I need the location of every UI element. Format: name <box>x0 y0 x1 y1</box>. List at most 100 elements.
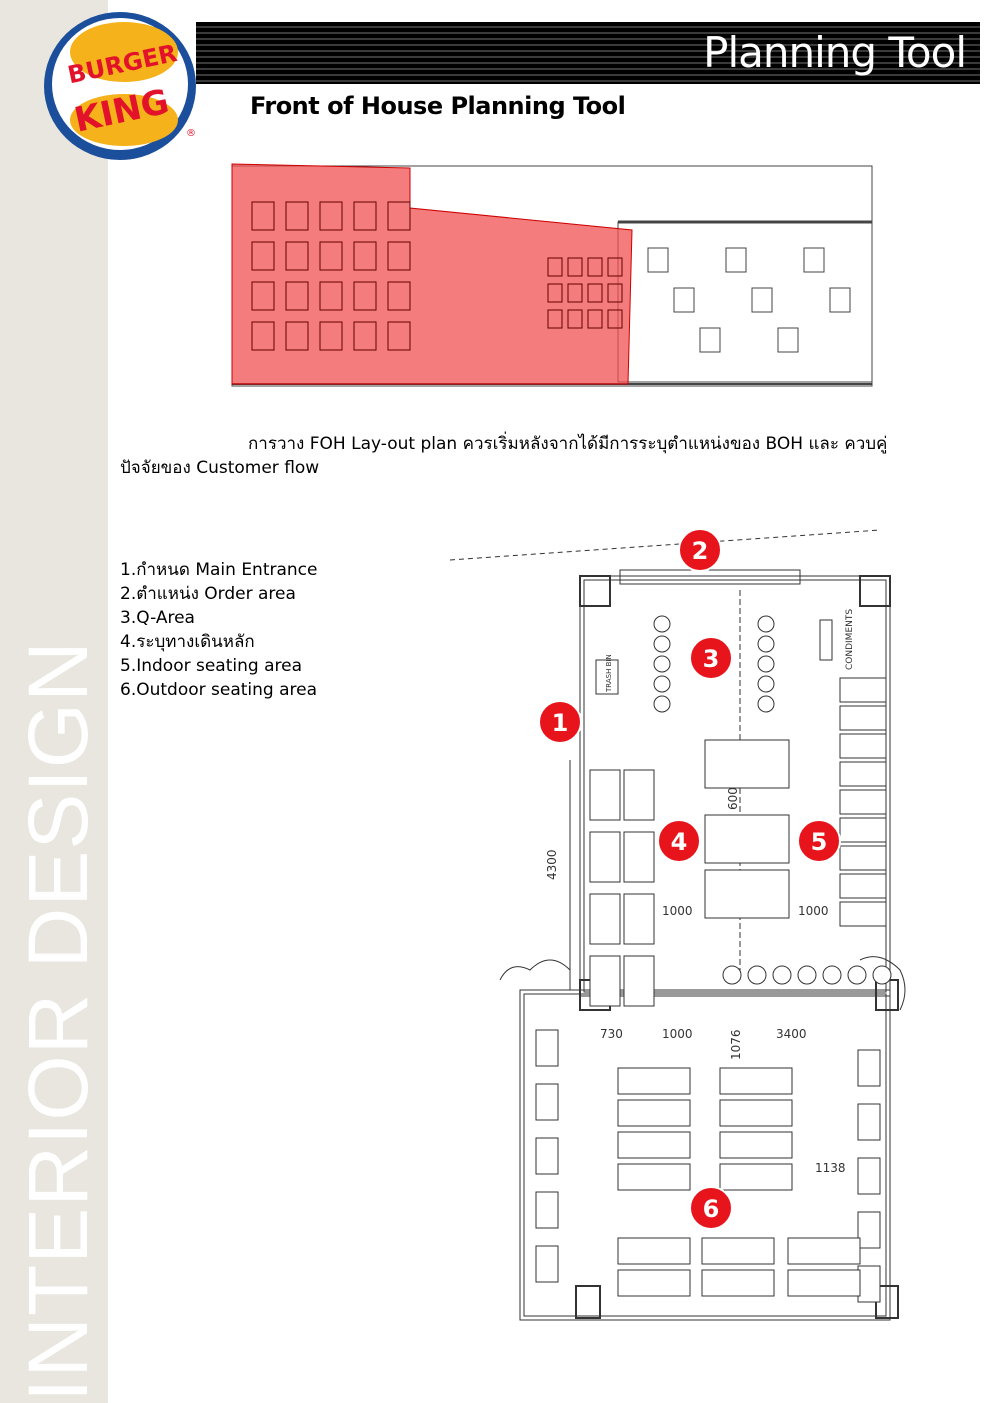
outdoor-table-set <box>617 1269 691 1297</box>
kitchen-fixture <box>751 287 773 313</box>
kitchen-fixture <box>725 247 747 273</box>
booth-seat <box>623 831 655 883</box>
marker-6: 6 <box>689 1186 733 1230</box>
booth-seat <box>623 769 655 821</box>
detailed-floor-plan: 4300 1000 1000 3400 730 1000 1076 1138 6… <box>449 528 906 1321</box>
kitchen-fixture <box>803 247 825 273</box>
foh-seat <box>607 257 623 277</box>
foh-seat <box>387 281 411 311</box>
outdoor-table <box>535 1137 559 1175</box>
condiments-label: CONDIMENTS <box>845 609 855 670</box>
foh-seat <box>319 321 343 351</box>
foh-seat <box>251 201 275 231</box>
foh-seat <box>251 281 275 311</box>
outdoor-table-set <box>787 1237 861 1265</box>
sidebar-vertical-label: INTERIOR DESIGN <box>11 640 105 1402</box>
outdoor-table <box>857 1211 881 1249</box>
booth-seat <box>839 761 887 787</box>
booth-seat <box>839 733 887 759</box>
queue-post <box>653 635 671 653</box>
dim-label: 730 <box>600 1027 623 1041</box>
foh-seat <box>285 241 309 271</box>
foh-seat <box>547 283 563 303</box>
booth-seat <box>589 893 621 945</box>
sidebar: INTERIOR DESIGN <box>0 0 108 1403</box>
outdoor-table-set <box>719 1067 793 1095</box>
foh-seat <box>319 281 343 311</box>
booth-seat <box>589 955 621 1007</box>
outdoor-table-set <box>617 1237 691 1265</box>
foh-seat <box>353 321 377 351</box>
dim-label: 1076 <box>729 1029 743 1060</box>
foh-seat <box>607 283 623 303</box>
foh-seat <box>251 321 275 351</box>
dim-label: 600 <box>726 787 740 810</box>
outdoor-table <box>857 1049 881 1087</box>
outdoor-table-set <box>617 1067 691 1095</box>
foh-seat <box>587 309 603 329</box>
booth-seat <box>589 769 621 821</box>
booth-seat <box>589 831 621 883</box>
queue-post <box>757 655 775 673</box>
kitchen-fixture <box>699 327 721 353</box>
intro-paragraph: การวาง FOH Lay-out plan ควรเริ่มหลังจากไ… <box>120 432 960 480</box>
intro-line-2: ปัจจัยของ Customer flow <box>120 458 320 478</box>
dim-label: 1000 <box>662 1027 693 1041</box>
page-title: Front of House Planning Tool <box>250 92 626 120</box>
banner-title: Planning Tool <box>703 28 967 77</box>
booth-seat <box>839 789 887 815</box>
outdoor-table <box>535 1245 559 1283</box>
foh-seat <box>587 257 603 277</box>
foh-seat <box>567 283 583 303</box>
foh-seat <box>547 257 563 277</box>
queue-post <box>757 675 775 693</box>
svg-text:2: 2 <box>692 537 709 565</box>
header-banner: Planning Tool <box>196 22 980 84</box>
queue-post <box>757 635 775 653</box>
booth-seat <box>623 893 655 945</box>
kitchen-fixture <box>777 327 799 353</box>
marker-3: 3 <box>689 636 733 680</box>
stool <box>722 965 742 985</box>
queue-post <box>757 695 775 713</box>
outdoor-table-set <box>719 1131 793 1159</box>
svg-text:4: 4 <box>671 828 688 856</box>
foh-seat <box>567 257 583 277</box>
foh-seat <box>251 241 275 271</box>
outdoor-table <box>857 1103 881 1141</box>
logo-registered: ® <box>186 128 196 139</box>
foh-seat <box>547 309 563 329</box>
dim-label: 1000 <box>798 904 829 918</box>
dim-label: 1138 <box>815 1161 846 1175</box>
foh-seat <box>353 201 377 231</box>
marker-1: 1 <box>538 700 582 744</box>
trash-bin-label: TRASH BIN <box>605 654 613 693</box>
step-item: 3.Q-Area <box>120 608 195 628</box>
outdoor-table-set <box>787 1269 861 1297</box>
booth-seat <box>839 817 887 843</box>
stool <box>847 965 867 985</box>
foh-seat <box>567 309 583 329</box>
step-item: 6.Outdoor seating area <box>120 680 318 700</box>
outdoor-table <box>857 1265 881 1303</box>
booth-seat <box>623 955 655 1007</box>
table-group <box>704 814 790 864</box>
booth-seat <box>839 705 887 731</box>
stool <box>747 965 767 985</box>
stool <box>872 965 892 985</box>
queue-post <box>757 615 775 633</box>
svg-text:6: 6 <box>703 1195 720 1223</box>
booth-seat <box>839 901 887 927</box>
foh-seat <box>607 309 623 329</box>
step-item: 5.Indoor seating area <box>120 656 302 676</box>
outdoor-table <box>535 1029 559 1067</box>
outdoor-table <box>535 1083 559 1121</box>
dim-label: 4300 <box>545 849 559 880</box>
foh-seat <box>319 241 343 271</box>
svg-text:1: 1 <box>552 709 569 737</box>
outdoor-table-set <box>719 1163 793 1191</box>
dim-label: 3400 <box>776 1027 807 1041</box>
overview-floor-plan <box>231 163 873 387</box>
outdoor-table <box>857 1157 881 1195</box>
outdoor-table-set <box>617 1163 691 1191</box>
